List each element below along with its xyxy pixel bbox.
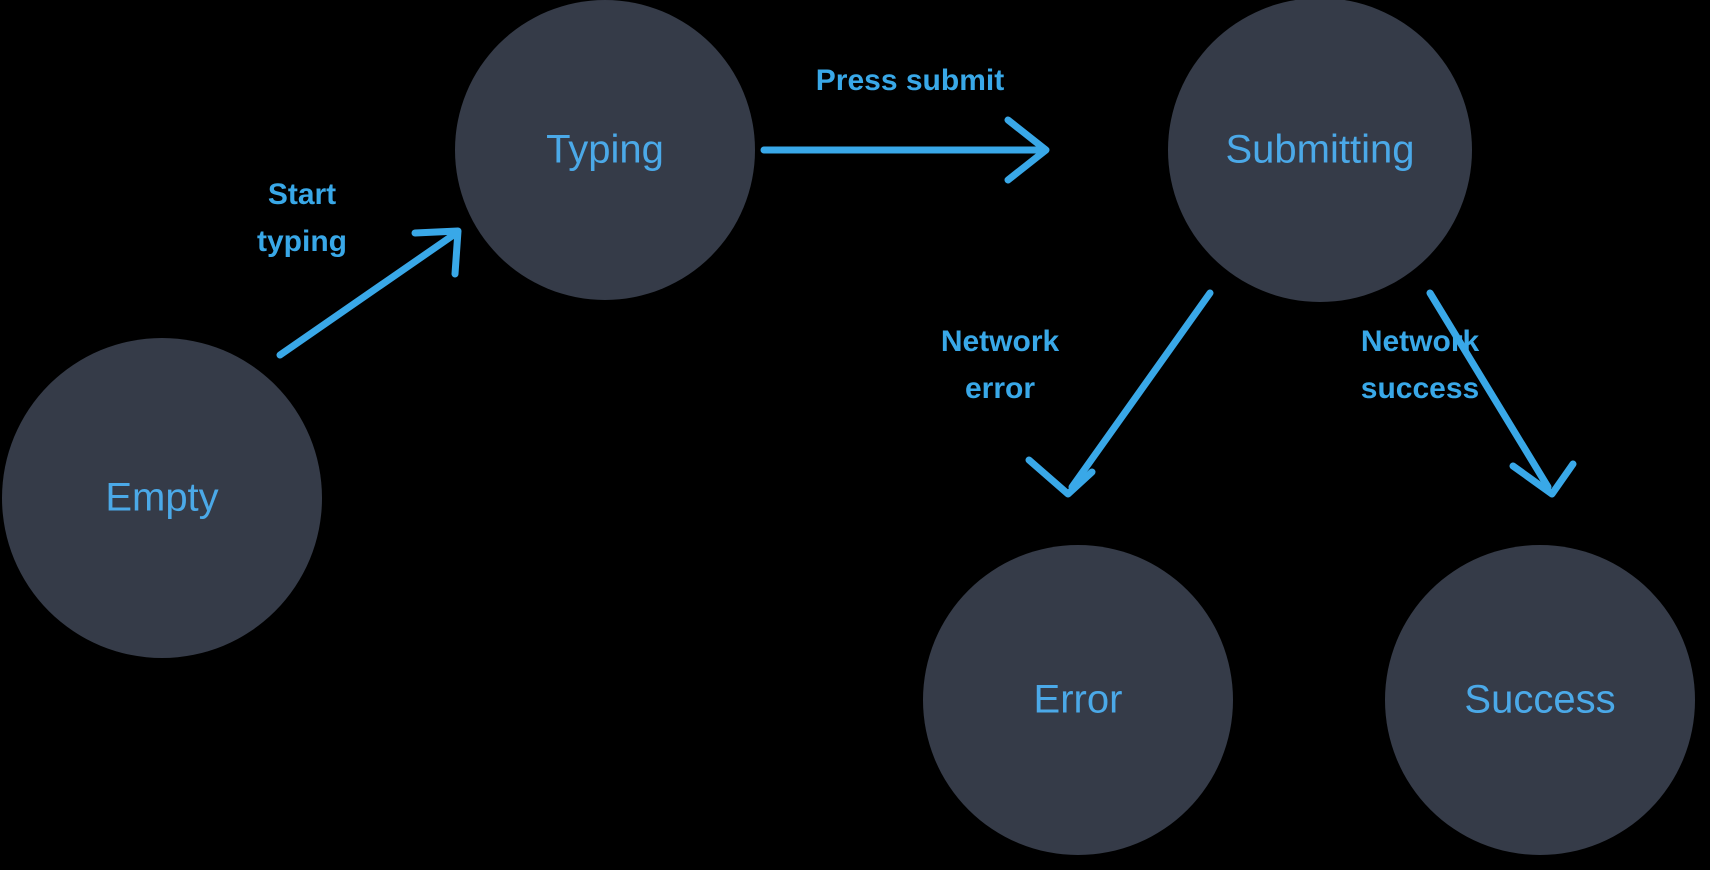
edge-submitting-to-error-line [1068, 289, 1214, 491]
node-typing[interactable]: Typing [455, 0, 755, 300]
edge-label-start-typing-line1: Start [268, 178, 336, 211]
node-success-circle[interactable] [1385, 545, 1695, 855]
edge-label-start-typing-line2: typing [257, 225, 347, 258]
node-success[interactable]: Success [1385, 545, 1695, 855]
edge-submitting-to-success-arrowhead [1509, 460, 1577, 498]
edge-label-network-success-line2: success [1361, 372, 1479, 405]
node-submitting[interactable]: Submitting [1168, 0, 1472, 302]
node-submitting-label: Submitting [1226, 128, 1415, 172]
edge-empty-to-typing-arrowhead [411, 227, 462, 278]
edge-typing-to-submitting: Press submit [760, 64, 1050, 184]
edge-typing-to-submitting-arrowhead [1004, 116, 1050, 184]
node-error[interactable]: Error [923, 545, 1233, 855]
node-submitting-circle[interactable] [1168, 0, 1472, 302]
node-empty-label: Empty [105, 476, 218, 520]
edge-submitting-to-error: Network error [941, 289, 1214, 498]
edge-empty-to-typing: Start typing [257, 178, 462, 359]
edge-submitting-to-success: Network success [1361, 289, 1577, 498]
edge-label-network-success-line1: Network [1361, 325, 1480, 358]
node-error-circle[interactable] [923, 545, 1233, 855]
node-success-label: Success [1464, 678, 1615, 722]
node-typing-label: Typing [546, 128, 664, 172]
edge-label-network-error-line1: Network [941, 325, 1060, 358]
edge-empty-to-typing-line [276, 232, 456, 359]
edge-submitting-to-success-line [1426, 289, 1552, 491]
node-empty[interactable]: Empty [2, 338, 322, 658]
edge-label-network-error-line2: error [965, 372, 1035, 405]
node-error-label: Error [1034, 678, 1123, 722]
edge-label-press-submit: Press submit [816, 64, 1004, 97]
node-empty-circle[interactable] [2, 338, 322, 658]
edge-submitting-to-error-arrowhead [1025, 456, 1096, 498]
node-typing-circle[interactable] [455, 0, 755, 300]
